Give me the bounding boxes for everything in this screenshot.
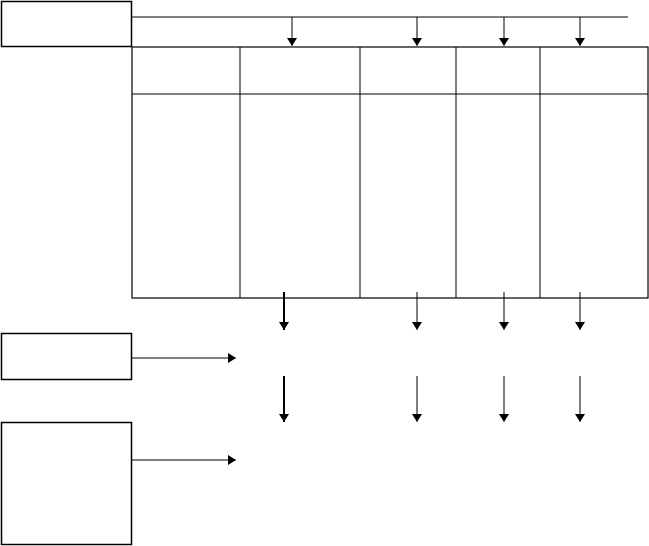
table	[131, 46, 649, 299]
bottom-left-box	[0, 421, 133, 546]
top-left-box	[0, 0, 133, 48]
table-border	[131, 46, 649, 299]
middle-left-box	[0, 332, 133, 381]
